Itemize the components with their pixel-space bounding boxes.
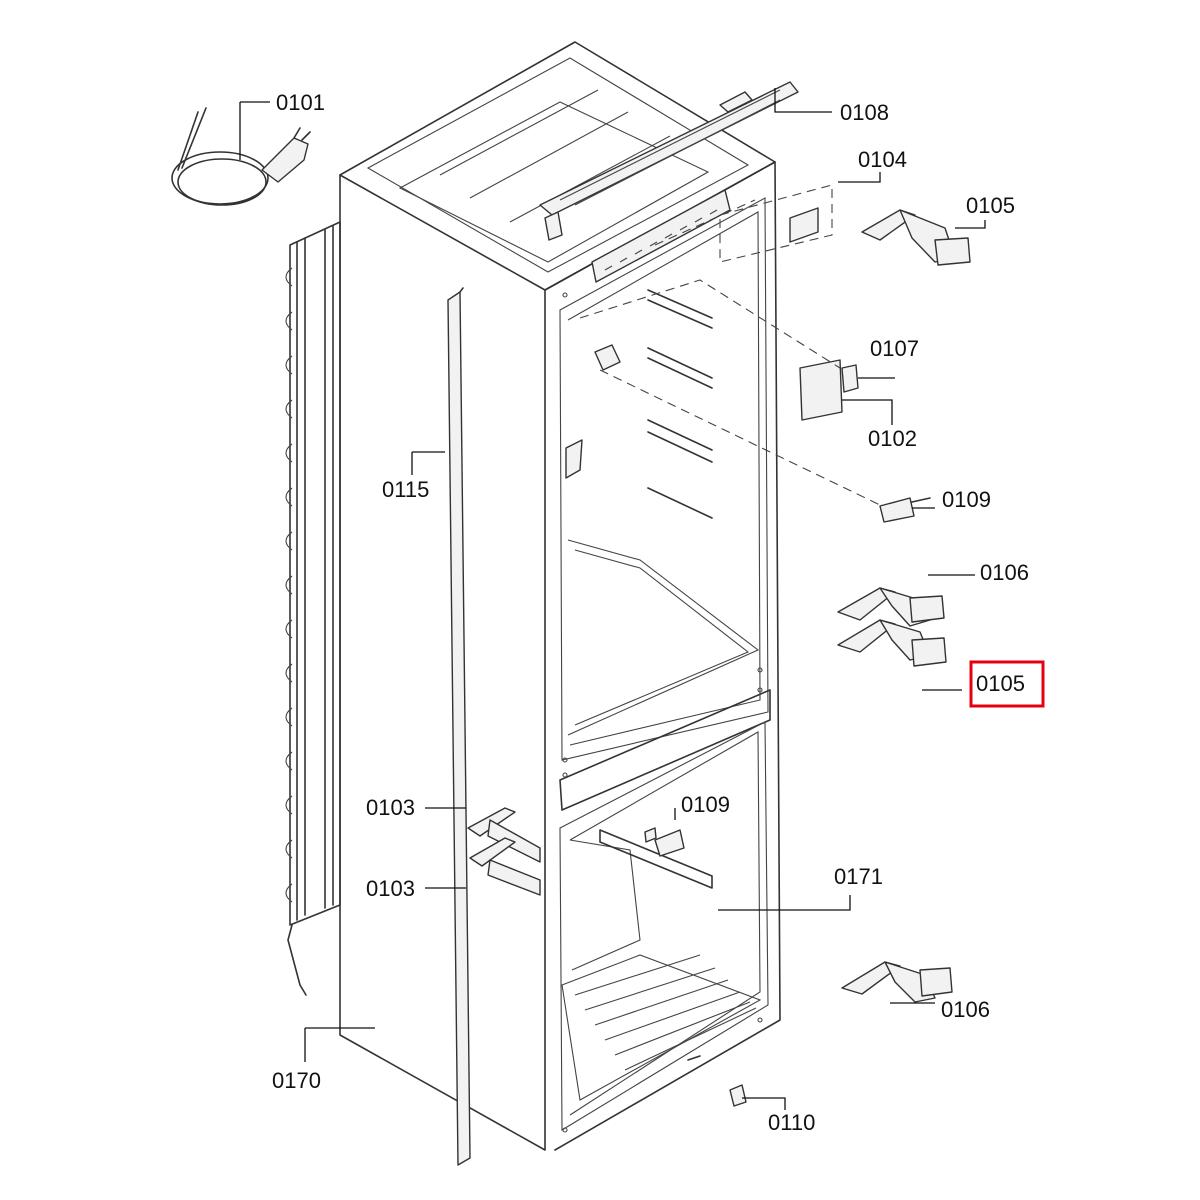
top-rail-part	[539, 81, 799, 241]
clip-lower-part	[644, 827, 685, 857]
label-0103-lower: 0103	[366, 876, 415, 901]
label-0108: 0108	[840, 100, 889, 125]
foot-clip-part	[729, 1084, 747, 1107]
label-0103-upper: 0103	[366, 795, 415, 820]
leader-lines	[239, 88, 986, 1110]
highlight-box	[969, 660, 1045, 708]
condenser-coil	[285, 221, 341, 996]
label-0171: 0171	[834, 864, 883, 889]
label-0109-lower: 0109	[681, 792, 730, 817]
power-cord	[171, 107, 311, 206]
vent-panel-part	[654, 184, 833, 263]
label-0105-middle: 0105	[976, 671, 1025, 696]
label-0104: 0104	[858, 147, 907, 172]
hinge-bottom-part	[841, 961, 953, 1003]
hinge-middle-part	[837, 587, 947, 667]
label-0170: 0170	[272, 1068, 321, 1093]
label-0101: 0101	[276, 90, 325, 115]
door-strip-part	[447, 287, 471, 1166]
door-hinges-part	[467, 807, 541, 896]
label-0107: 0107	[870, 336, 919, 361]
label-0105-top: 0105	[966, 193, 1015, 218]
label-0106-bottom: 0106	[941, 997, 990, 1022]
bracket-cover-part	[579, 279, 881, 506]
hinge-top-part	[861, 209, 971, 266]
label-0106-middle: 0106	[980, 560, 1029, 585]
label-0109-upper: 0109	[942, 487, 991, 512]
label-0110: 0110	[768, 1110, 815, 1135]
label-0115: 0115	[382, 477, 429, 502]
cabinet-body	[339, 41, 781, 1151]
clip-upper-part	[879, 497, 931, 523]
label-0102: 0102	[868, 426, 917, 451]
